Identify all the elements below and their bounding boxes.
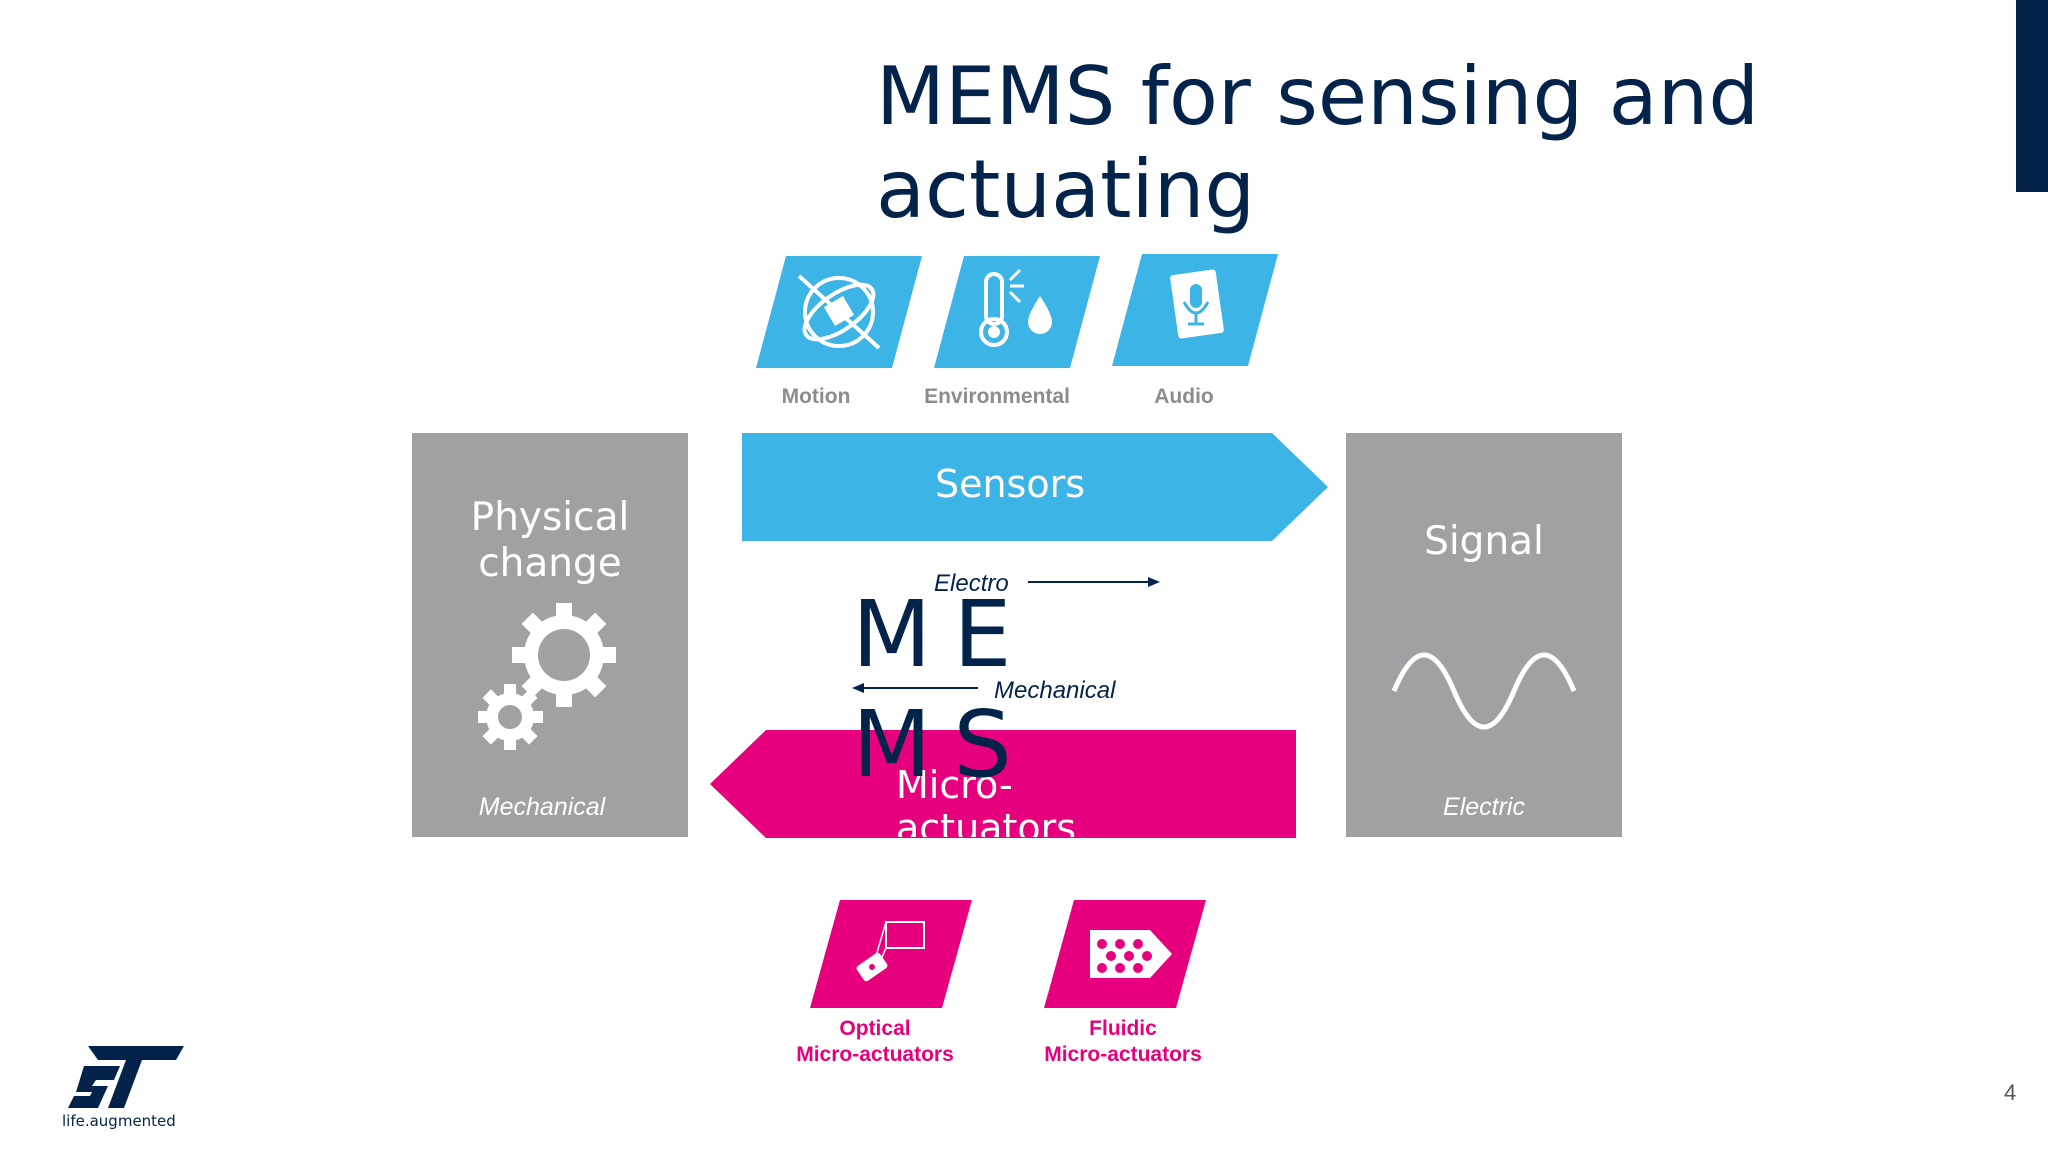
slide-title: MEMS for sensing and actuating: [876, 50, 1760, 236]
electric-subtitle: Electric: [1443, 793, 1525, 821]
mechanical-subtitle: Mechanical: [478, 793, 606, 821]
mechanical-flow-label: Mechanical: [994, 677, 1116, 704]
signal-title: Signal: [1424, 519, 1544, 564]
wave-icon: [1391, 652, 1577, 730]
microphone-icon: [1112, 254, 1278, 366]
fluidic-label-line2: Micro-actuators: [1044, 1043, 1202, 1066]
optical-label-line1: Optical: [839, 1017, 911, 1040]
micro-actuators-arrow: [710, 730, 1296, 838]
physical-change-box: Physical change Mechanical: [412, 433, 688, 837]
fluidic-label: Fluidic Micro-actuators: [1028, 1016, 1218, 1068]
sensors-label: Sensors: [934, 462, 1086, 506]
page-number: 4: [2004, 1080, 2017, 1105]
optical-projector-icon: [810, 900, 972, 1008]
sensors-arrow: [742, 433, 1328, 541]
micro-actuators-label: Micro-actuators: [896, 764, 1077, 837]
gears-icon: [478, 603, 616, 750]
signal-box: Signal Electric: [1346, 433, 1622, 837]
mems-text: MEMS: [852, 581, 1034, 798]
audio-label: Audio: [1154, 385, 1214, 408]
tagline: life.augmented: [62, 1112, 176, 1130]
micro-actuators-label-clip: Micro-actuators: [896, 764, 1156, 837]
motion-label: Motion: [781, 385, 851, 408]
electro-label: Electro: [934, 570, 1009, 597]
st-logo: [68, 1046, 184, 1108]
right-arrow-icon: [1028, 577, 1160, 587]
environmental-label: Environmental: [924, 385, 1070, 408]
optical-label-line2: Micro-actuators: [796, 1043, 954, 1066]
thermometer-drop-icon: [934, 256, 1100, 368]
motion-icon: [756, 256, 922, 368]
left-arrow-icon: [852, 683, 978, 693]
fluidic-label-line1: Fluidic: [1089, 1017, 1157, 1040]
corner-accent-bar: [2016, 0, 2048, 192]
optical-label: Optical Micro-actuators: [780, 1016, 970, 1068]
physical-change-title: Physical change: [470, 495, 630, 586]
fluidic-droplets-icon: [1044, 900, 1206, 1008]
